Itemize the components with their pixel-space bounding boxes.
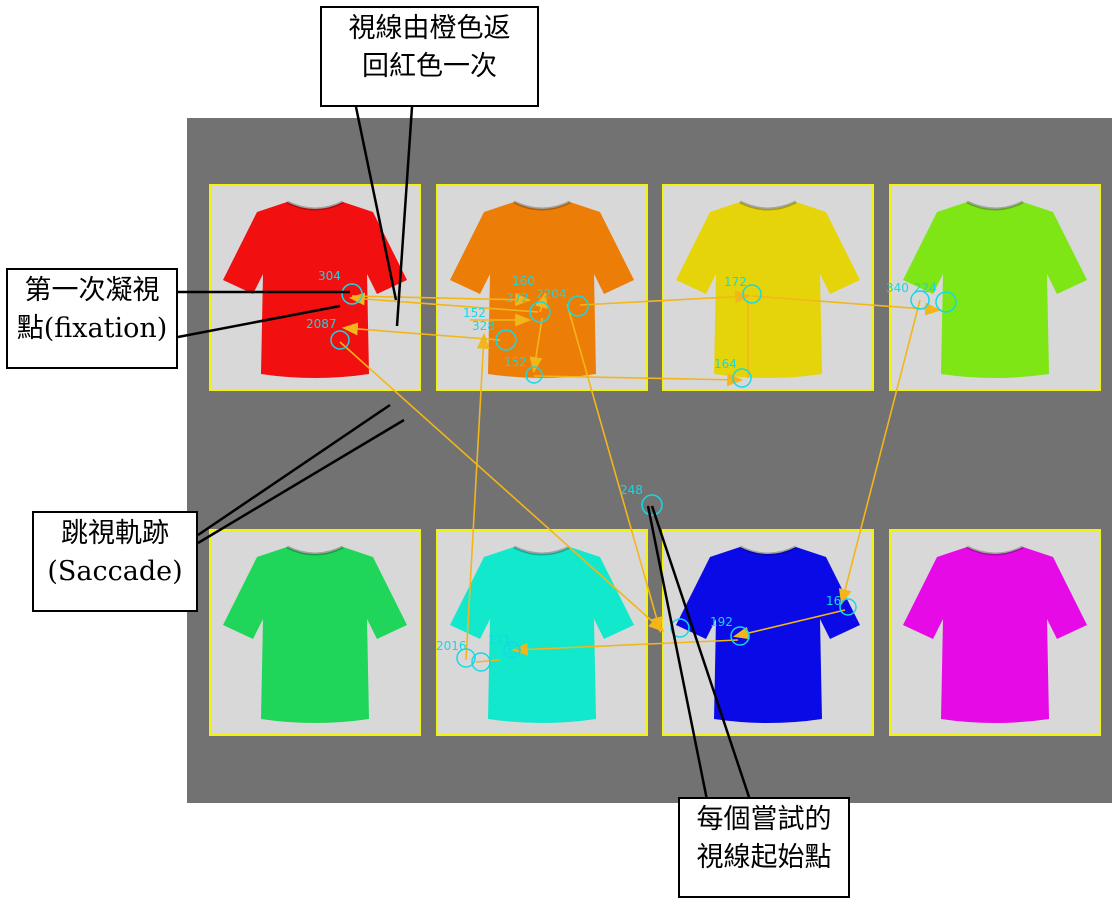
tshirt-red-icon	[223, 202, 407, 378]
saccade-line	[732, 609, 846, 640]
callout-gaze-return-line2: 回紅色一次	[362, 51, 497, 82]
leader-gaze-return	[395, 106, 414, 327]
callout-first-fixation: 第一次凝視 點(fixation)	[6, 268, 178, 369]
callout-start-point: 每個嘗試的 視線起始點	[678, 797, 850, 898]
fixation-label: 152	[463, 306, 486, 320]
tshirt-cyan-icon	[450, 547, 634, 723]
fixation-circle	[341, 283, 363, 305]
fixation-circle	[641, 494, 663, 516]
saccade-line	[341, 322, 501, 341]
fixation-label: 2204	[536, 287, 567, 301]
callout-first-fixation-line1: 第一次凝視	[24, 275, 160, 306]
fixation-label: 2016	[436, 639, 467, 653]
tshirt-collar	[513, 200, 571, 211]
tshirt-collar	[966, 200, 1024, 211]
saccade-line	[339, 341, 665, 633]
tshirt-collar	[286, 200, 344, 211]
tshirt-collar	[966, 545, 1024, 556]
fixation-circle	[330, 330, 350, 350]
fixation-circle	[670, 618, 690, 638]
fixation-label: 2087	[306, 317, 337, 331]
leader-start-point	[646, 505, 709, 801]
tshirt-green-icon	[223, 547, 407, 723]
fixation-label: 160	[512, 274, 535, 288]
fixation-circle	[567, 295, 589, 317]
callout-gaze-return-line1: 視線由橙色返	[348, 13, 511, 44]
fixation-label: 13	[506, 643, 521, 657]
leader-saccade	[197, 418, 405, 545]
tshirt-collar	[739, 545, 797, 556]
fixation-labels: 304 2087 160 272 2204 152 328 152 172 16…	[306, 269, 937, 657]
saccade-line	[535, 291, 548, 313]
saccade-line	[751, 295, 942, 316]
fixation-circle	[742, 284, 762, 304]
saccade-line	[839, 299, 921, 606]
leader-first-fixation	[177, 304, 341, 339]
callout-start-point-line2: 視線起始點	[696, 842, 832, 873]
shirt-grid	[209, 184, 1101, 736]
callout-saccade-line1: 跳視軌跡	[61, 518, 169, 549]
fixation-label: 224	[914, 281, 937, 295]
fixation-circle	[839, 598, 857, 616]
saccade-paths	[339, 290, 942, 663]
fixation-label: 172	[724, 275, 747, 289]
saccade-line	[348, 292, 539, 313]
saccade-line	[475, 659, 501, 663]
tshirt-collar	[286, 545, 344, 556]
fixation-circle	[732, 368, 752, 388]
leader-start-point	[650, 505, 752, 801]
callout-leaders	[177, 106, 752, 801]
fixation-label: 248	[620, 483, 643, 497]
saccade-line	[579, 290, 752, 306]
fixation-circle	[503, 641, 521, 659]
saccade-line	[465, 332, 490, 661]
fixation-circle	[471, 652, 491, 672]
fixation-label: 16	[826, 594, 841, 608]
callout-gaze-return: 視線由橙色返 回紅色一次	[320, 6, 539, 107]
tshirt-collar	[513, 545, 571, 556]
fixation-label: 171	[488, 633, 511, 647]
fixation-circle	[495, 329, 517, 351]
leader-saccade	[197, 403, 391, 537]
saccade-line	[351, 293, 532, 307]
callout-saccade-line2: (Saccade)	[47, 556, 183, 587]
tshirt-blue-icon	[676, 547, 860, 723]
fixation-label: 164	[714, 357, 737, 371]
fixation-points	[330, 283, 957, 672]
fixation-circle	[910, 290, 930, 310]
saccade-line	[529, 317, 543, 374]
fixation-circle	[456, 648, 476, 668]
fixation-label: 152	[504, 355, 527, 369]
callout-saccade: 跳視軌跡 (Saccade)	[32, 511, 198, 612]
fixation-label: 192	[710, 615, 733, 629]
fixation-label: 272	[506, 291, 529, 305]
tshirt-yellow-icon	[676, 202, 860, 378]
fixation-circle	[730, 626, 750, 646]
tshirt-lime-icon	[903, 202, 1087, 378]
tshirt-collar	[739, 200, 797, 211]
fixation-label: 304	[318, 269, 341, 283]
fixation-label: 328	[472, 319, 495, 333]
saccade-line	[533, 373, 744, 387]
fixation-label: 340	[886, 281, 909, 295]
fixation-circle	[525, 366, 543, 384]
leader-gaze-return	[354, 106, 398, 301]
saccade-line	[511, 639, 739, 656]
fixation-circle	[935, 291, 957, 313]
saccade-line	[566, 303, 663, 634]
tshirt-orange-icon	[450, 202, 634, 378]
callout-start-point-line1: 每個嘗試的	[696, 804, 832, 835]
fixation-circle	[529, 301, 551, 323]
tshirt-magenta-icon	[903, 547, 1087, 723]
callout-first-fixation-line2: 點(fixation)	[16, 313, 168, 344]
